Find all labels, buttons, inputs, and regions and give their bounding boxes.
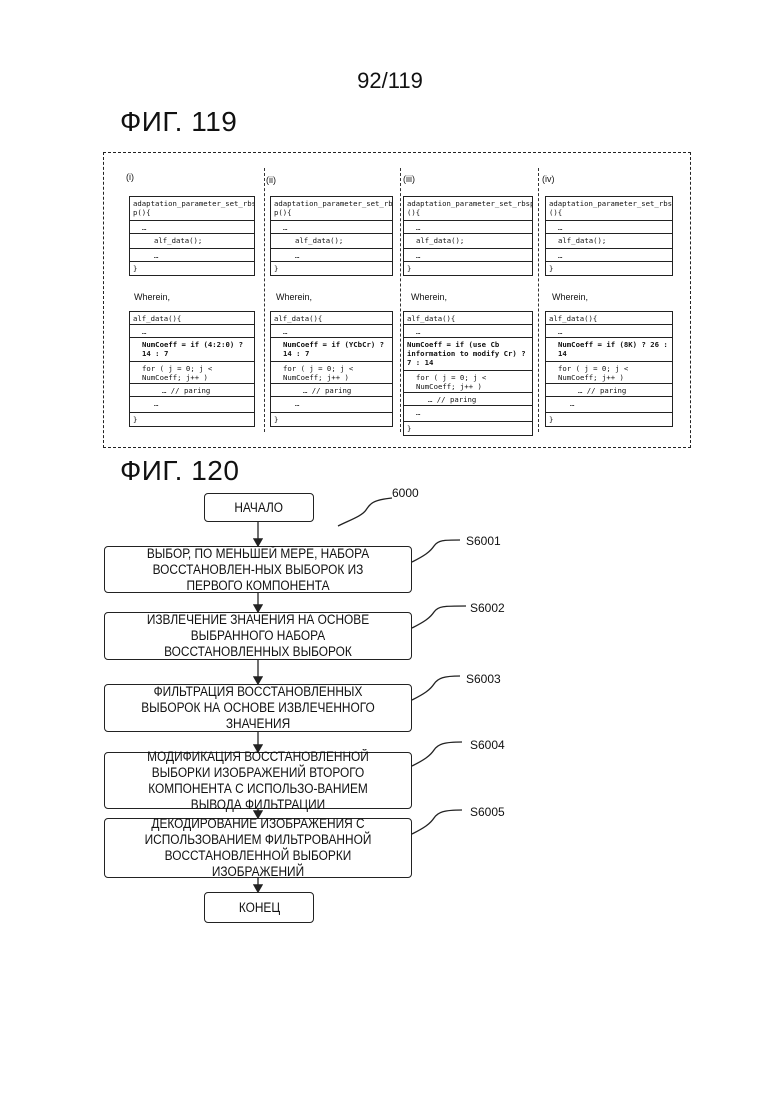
step-text: ДЕКОДИРОВАНИЕ ИЗОБРАЖЕНИЯ С ИСПОЛЬЗОВАНИ… <box>127 816 389 880</box>
step-text: ВЫБОР, ПО МЕНЬШЕЙ МЕРЕ, НАБОРА ВОССТАНОВ… <box>127 546 389 594</box>
ref-leader-s6003 <box>412 676 460 700</box>
ref-leader-s6004 <box>412 742 462 766</box>
process-step-s6004: МОДИФИКАЦИЯ ВОССТАНОВЛЕННОЙ ВЫБОРКИ ИЗОБ… <box>104 752 412 809</box>
start-label: НАЧАЛО <box>235 500 284 516</box>
ref-leader-s6001 <box>412 540 460 562</box>
step-label-s6005: S6005 <box>470 805 505 819</box>
ref-leader-s6005 <box>412 810 462 834</box>
end-label: КОНЕЦ <box>238 900 279 916</box>
step-label-s6001: S6001 <box>466 534 501 548</box>
process-step-s6005: ДЕКОДИРОВАНИЕ ИЗОБРАЖЕНИЯ С ИСПОЛЬЗОВАНИ… <box>104 818 412 878</box>
process-step-s6003: ФИЛЬТРАЦИЯ ВОССТАНОВЛЕННЫХ ВЫБОРОК НА ОС… <box>104 684 412 732</box>
process-step-s6002: ИЗВЛЕЧЕНИЕ ЗНАЧЕНИЯ НА ОСНОВЕ ВЫБРАННОГО… <box>104 612 412 660</box>
step-text: ИЗВЛЕЧЕНИЕ ЗНАЧЕНИЯ НА ОСНОВЕ ВЫБРАННОГО… <box>127 612 389 660</box>
step-label-s6004: S6004 <box>470 738 505 752</box>
step-label-s6002: S6002 <box>470 601 505 615</box>
step-text: МОДИФИКАЦИЯ ВОССТАНОВЛЕННОЙ ВЫБОРКИ ИЗОБ… <box>127 749 389 813</box>
step-text: ФИЛЬТРАЦИЯ ВОССТАНОВЛЕННЫХ ВЫБОРОК НА ОС… <box>127 684 389 732</box>
reference-6000: 6000 <box>392 486 419 500</box>
ref-leader-s6002 <box>412 606 466 628</box>
step-label-s6003: S6003 <box>466 672 501 686</box>
start-terminal: НАЧАЛО <box>204 493 314 522</box>
ref-leader-6000 <box>338 498 392 526</box>
end-terminal: КОНЕЦ <box>204 892 314 923</box>
process-step-s6001: ВЫБОР, ПО МЕНЬШЕЙ МЕРЕ, НАБОРА ВОССТАНОВ… <box>104 546 412 593</box>
